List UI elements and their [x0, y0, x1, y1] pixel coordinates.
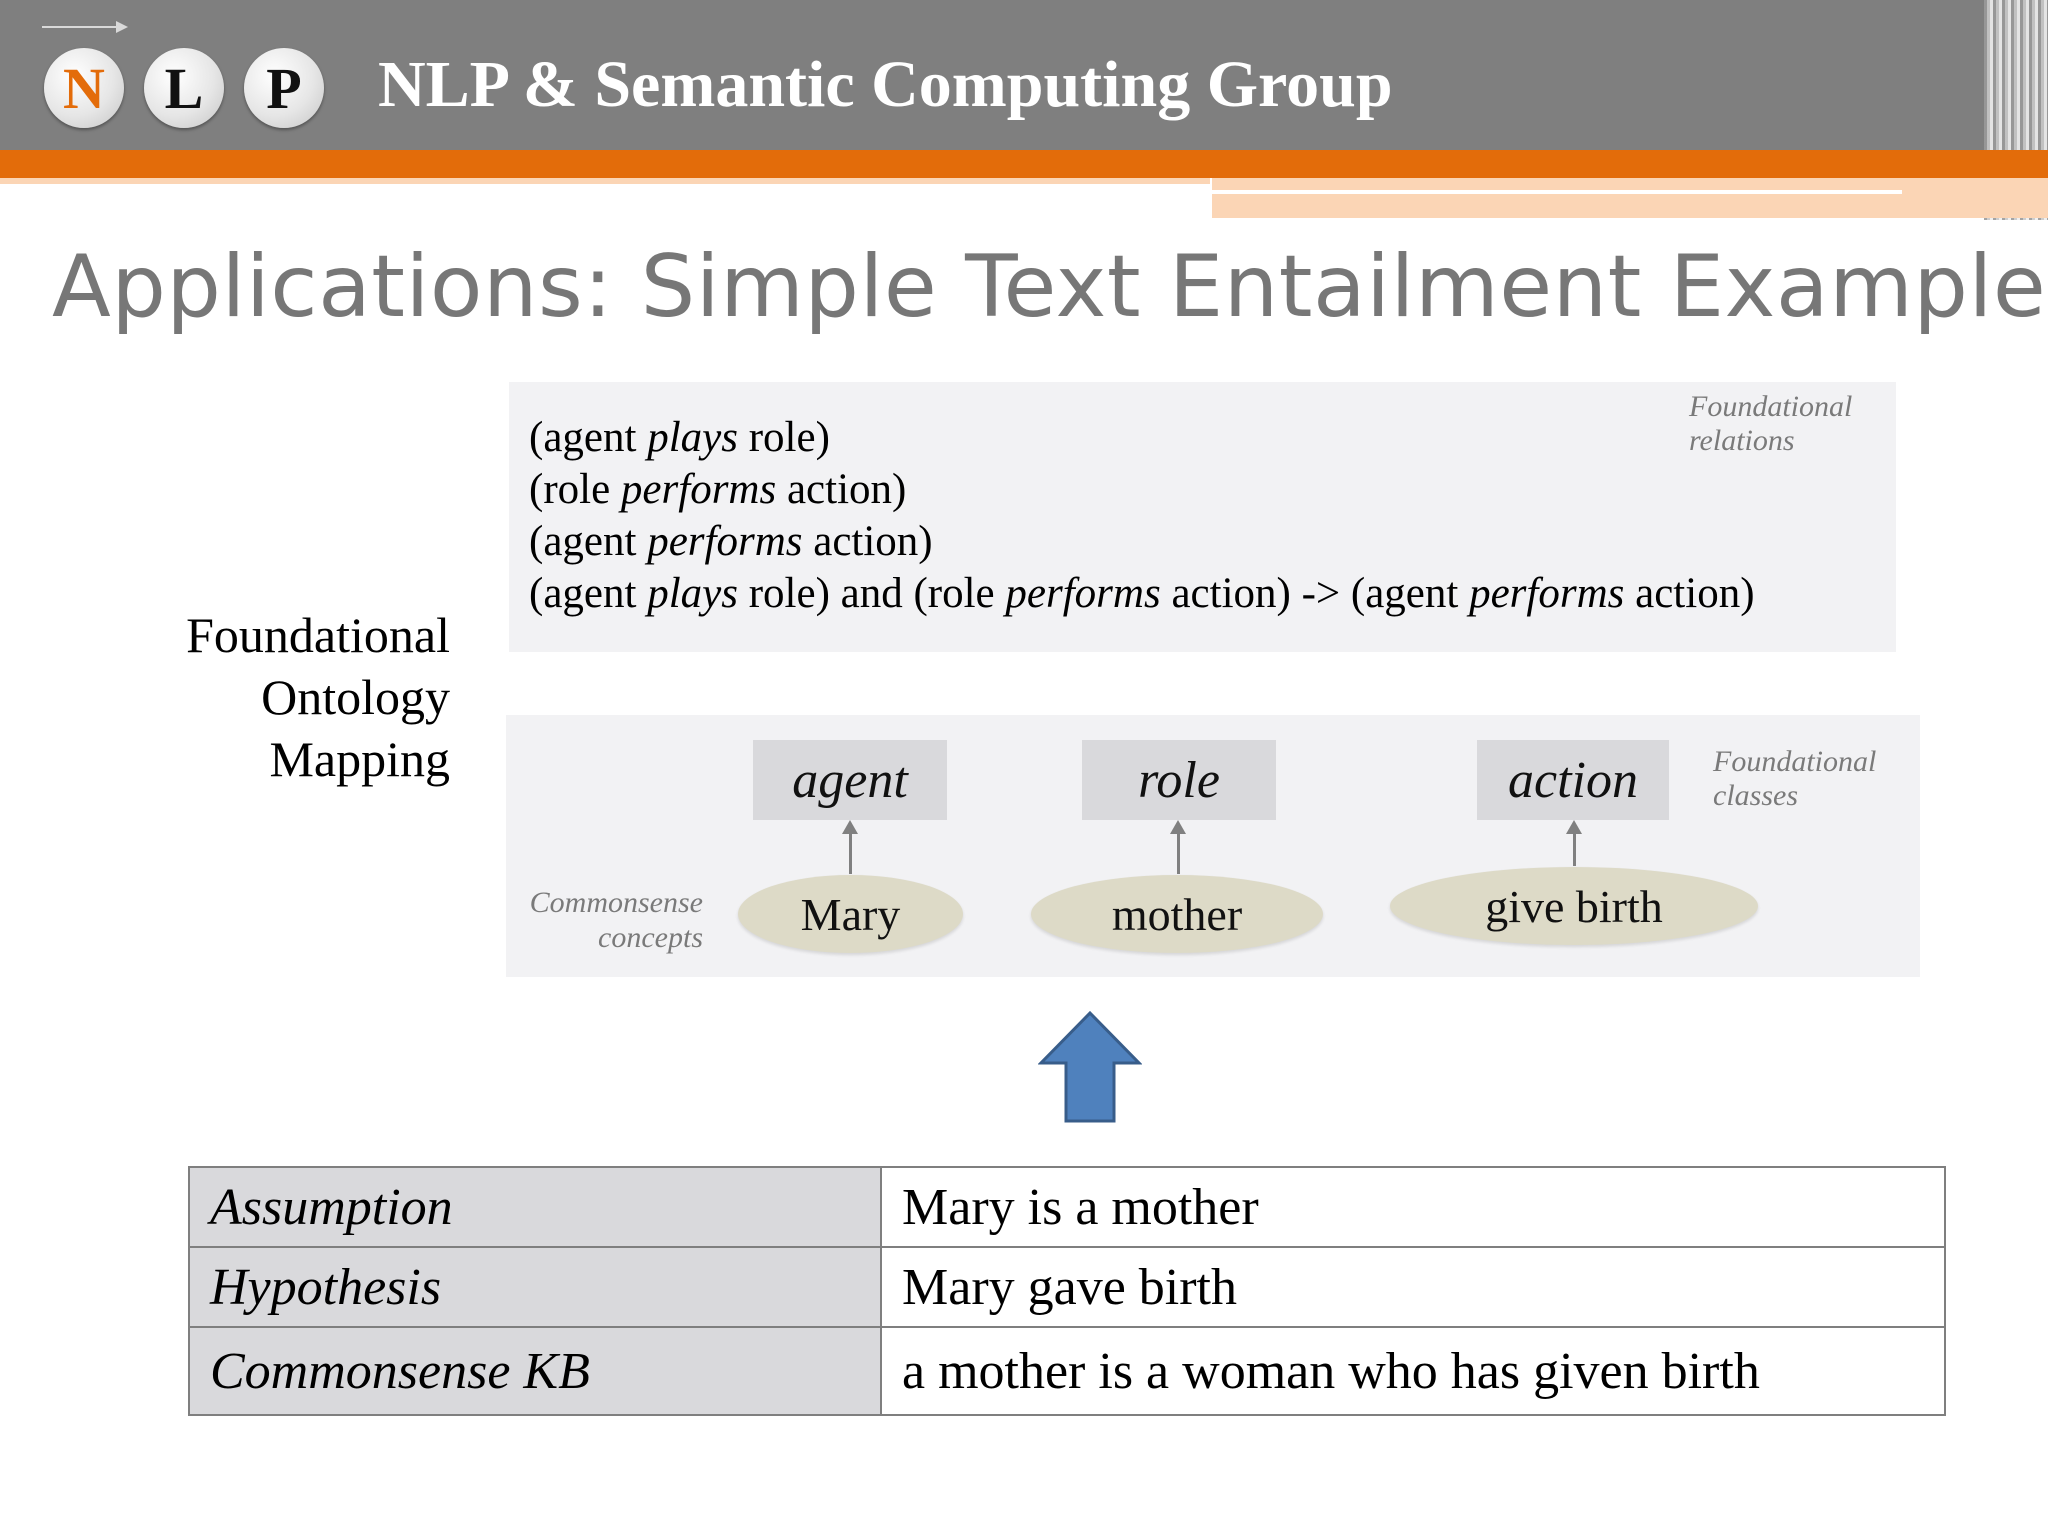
relation-text: role) [737, 414, 830, 461]
row-key: Commonsense KB [188, 1326, 882, 1416]
table-row: Assumption Mary is a mother [188, 1166, 1946, 1248]
concepts-note-line: Commonsense [529, 886, 703, 919]
link-line [1177, 832, 1180, 874]
relation-predicate: performs [647, 518, 803, 565]
arrowhead-icon [1170, 820, 1186, 834]
class-role: role [1082, 740, 1276, 820]
relation-line: (agent plays role) [529, 412, 1755, 464]
relation-line: (agent plays role) and (role performs ac… [529, 568, 1755, 620]
peach-accent-bar [0, 178, 1210, 184]
relation-text: role) and (role [737, 570, 1006, 617]
relation-predicate: plays [647, 414, 738, 461]
row-value: Mary is a mother [880, 1166, 1946, 1248]
group-name: NLP & Semantic Computing Group [378, 48, 1393, 121]
row-value: a mother is a woman who has given birth [880, 1326, 1946, 1416]
peach-accent-block [1212, 178, 2048, 218]
concepts-note: Commonsense concepts [500, 885, 703, 955]
relation-text: action) [776, 466, 907, 513]
logo-arrow-line [42, 26, 124, 28]
relations-list: (agent plays role)(role performs action)… [529, 412, 1755, 620]
classes-note: Foundational classes [1713, 745, 1876, 813]
table-row: Commonsense KB a mother is a woman who h… [188, 1326, 1946, 1416]
side-label: Foundational Ontology Mapping [60, 604, 450, 790]
relation-text: (agent [529, 570, 648, 617]
logo-letter-n: N [44, 48, 124, 128]
relation-text: (agent [529, 518, 648, 565]
relation-text: action) [802, 518, 933, 565]
relation-text: action) [1624, 570, 1755, 617]
orange-accent-bar [0, 150, 2048, 178]
concept-give-birth: give birth [1390, 867, 1758, 945]
relation-predicate: performs [1005, 570, 1161, 617]
table-row: Hypothesis Mary gave birth [188, 1246, 1946, 1328]
row-value: Mary gave birth [880, 1246, 1946, 1328]
row-key: Hypothesis [188, 1246, 882, 1328]
up-arrow-icon [1038, 1010, 1142, 1123]
logo-letter-p: P [244, 48, 324, 128]
logo-letter-l: L [144, 48, 224, 128]
relation-predicate: plays [647, 570, 738, 617]
side-label-line: Foundational [186, 607, 450, 663]
classes-note-line: Foundational [1713, 745, 1877, 778]
relation-text: (role [529, 466, 621, 513]
relation-text: (agent [529, 414, 648, 461]
relation-predicate: performs [620, 466, 777, 513]
relation-line: (agent performs action) [529, 516, 1755, 568]
entailment-table: Assumption Mary is a mother Hypothesis M… [188, 1166, 1946, 1416]
relations-note-line: relations [1689, 424, 1795, 457]
link-line [849, 832, 852, 874]
arrowhead-icon [842, 820, 858, 834]
relations-note: Foundational relations [1689, 390, 1852, 458]
class-action: action [1477, 740, 1669, 820]
accent-divider-line [1212, 190, 1902, 194]
concepts-note-line: concepts [598, 921, 703, 954]
slide-title: Applications: Simple Text Entailment Exa… [52, 237, 2047, 337]
arrowhead-icon [1566, 820, 1582, 834]
concept-mother: mother [1031, 875, 1323, 953]
classes-note-line: classes [1713, 779, 1798, 812]
concept-mary: Mary [738, 875, 963, 953]
row-key: Assumption [188, 1166, 882, 1248]
foundational-relations-panel [509, 382, 1896, 652]
class-agent: agent [753, 740, 947, 820]
relation-line: (role performs action) [529, 464, 1755, 516]
logo-arrow-head-icon [116, 21, 128, 33]
relation-predicate: performs [1469, 570, 1625, 617]
header-bar [0, 0, 2048, 150]
side-label-line: Ontology [261, 669, 450, 725]
relation-text: action) -> (agent [1160, 570, 1470, 617]
relations-note-line: Foundational [1689, 390, 1853, 423]
link-line [1573, 832, 1576, 866]
side-label-line: Mapping [269, 731, 450, 787]
